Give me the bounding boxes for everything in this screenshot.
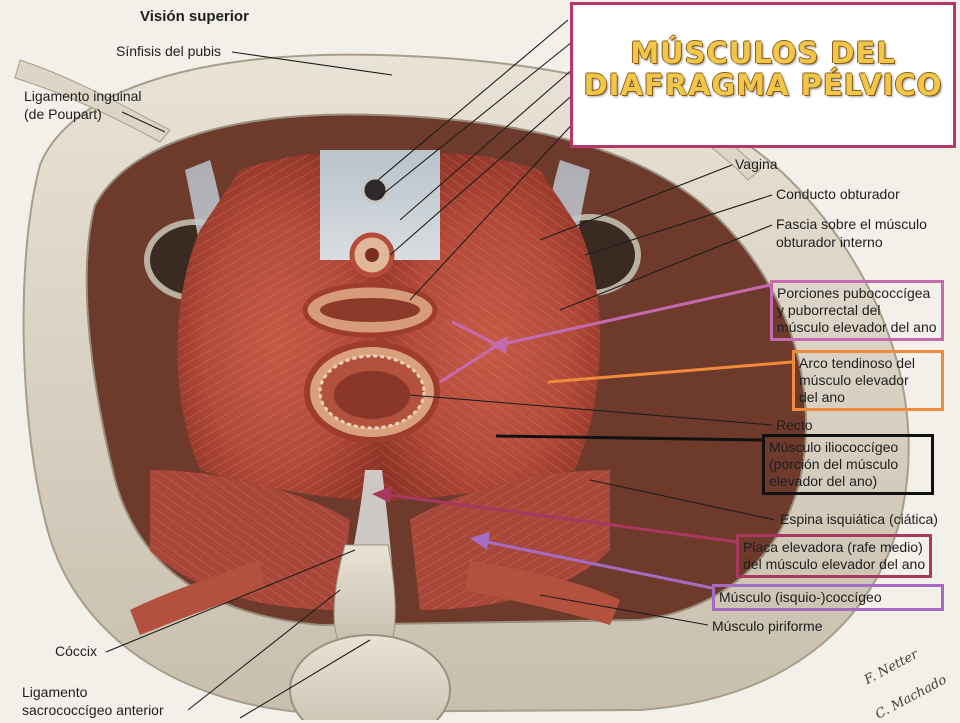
label-inguinal-line2: (de Poupart): [24, 106, 102, 122]
box-pubococcygeus-line3: músculo elevador del ano: [777, 319, 937, 335]
coccygeus-line: [481, 539, 713, 590]
box-pubococcygeus: Porciones pubococcígea y puborrectal del…: [770, 280, 944, 341]
leader-lines: [105, 19, 776, 719]
box-pubococcygeus-line2: y puborrectal del: [777, 302, 881, 318]
label-fascia-line1: Fascia sobre el músculo: [776, 216, 927, 232]
piriformis: [465, 560, 620, 625]
box-levator-plate-line1: Placa elevadora (rafe medio): [743, 539, 923, 555]
box-tendinous-arch-line1: Arco tendinoso del: [799, 355, 915, 371]
box-iliococcygeus-line2: (porción del músculo: [769, 456, 899, 472]
label-piriformis: Músculo piriforme: [712, 618, 823, 634]
box-iliococcygeus-line1: Músculo iliococcígeo: [769, 439, 899, 455]
label-rectum: Recto: [776, 417, 813, 433]
sacrum: [289, 634, 451, 720]
box-levator-plate: Placa elevadora (rafe medio) del músculo…: [736, 534, 933, 578]
label-ischial-spine: Espina isquiática (ciática): [780, 511, 938, 527]
label-pubic-symphysis: Sínfisis del pubis: [116, 43, 222, 59]
box-levator-plate-line2: del músculo elevador del ano: [743, 556, 926, 572]
label-sacro-line2: sacrococcígeo anterior: [22, 702, 164, 718]
box-iliococcygeus-line3: elevador del ano): [769, 473, 878, 489]
label-sacro-line1: Ligamento: [22, 684, 88, 700]
box-iliococcygeus: Músculo iliococcígeo (porción del múscul…: [762, 434, 934, 495]
label-vagina: Vagina: [735, 156, 778, 172]
arrow-icon: [372, 486, 392, 503]
arrow-icon: [490, 336, 508, 354]
tendinous-arch-line: [547, 360, 793, 384]
box-tendinous-arch: Arco tendinoso del músculo elevador del …: [792, 350, 944, 411]
inguinal-ligament: [14, 59, 171, 143]
coccyx-bone: [333, 544, 396, 641]
piriformis-left: [130, 560, 265, 635]
label-obturator-canal: Conducto obturador: [776, 186, 900, 202]
label-fascia-line2: obturador interno: [776, 234, 883, 250]
annotation-lines: [381, 283, 793, 590]
view-label: Visión superior: [140, 8, 249, 25]
urethra-fascia: [320, 150, 440, 260]
box-pubococcygeus-line1: Porciones pubococcígea: [777, 285, 931, 301]
title-line1: MÚSCULOS DEL: [630, 36, 896, 70]
box-coccygeus: Músculo (isquio-)coccígeo: [712, 584, 944, 611]
iliococcygeus-line: [495, 434, 763, 442]
label-coccyx: Cóccix: [55, 643, 98, 659]
urethra: [361, 176, 389, 204]
arrow-icon: [470, 532, 490, 550]
label-inguinal-line1: Ligamento inguinal: [24, 88, 142, 104]
box-coccygeus-line1: Músculo (isquio-)coccígeo: [719, 589, 882, 605]
box-tendinous-arch-line2: músculo elevador: [799, 372, 909, 388]
title-text: MÚSCULOS DEL DIAFRAGMA PÉLVICO: [573, 37, 953, 101]
pubococcygeus-line: [497, 283, 771, 347]
title-card: MÚSCULOS DEL DIAFRAGMA PÉLVICO: [570, 2, 956, 148]
box-tendinous-arch-line3: del ano: [799, 389, 845, 405]
levator-plate-line: [381, 492, 739, 544]
title-line2: DIAFRAGMA PÉLVICO: [583, 68, 943, 102]
